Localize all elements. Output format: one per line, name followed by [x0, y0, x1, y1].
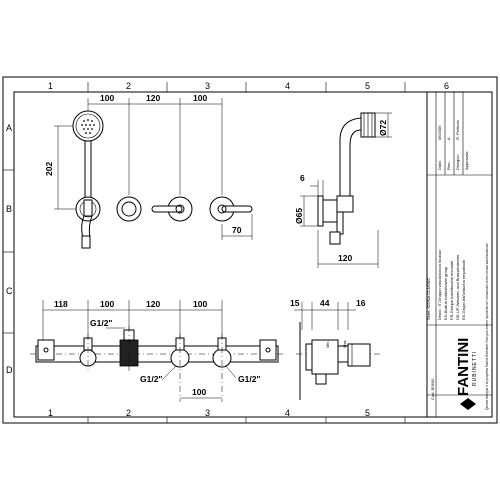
title-code: Cod. R0600: [430, 378, 435, 400]
title-disclaimer: Questo disegno è di proprietà Fantini Ru…: [485, 243, 489, 410]
front-dim-202: 202: [44, 162, 54, 176]
body-side-dim-44: 44: [320, 298, 330, 308]
front-dim-70: 70: [232, 225, 242, 235]
col-label-6: 6: [444, 81, 449, 91]
title-approved-label: Approvato:: [464, 151, 469, 170]
title-disegno-value: R. Pelliccia: [455, 119, 460, 140]
row-labels-left: A B C D: [6, 123, 13, 375]
side-view: Ø72 6 Ø65 120: [294, 112, 392, 268]
title-serie: Serie: ICONA CLASSIC: [426, 278, 431, 320]
brand-name: FANTINI: [455, 338, 472, 396]
row-label-b: B: [6, 204, 12, 214]
col-label-4-bottom: 4: [285, 408, 290, 418]
title-rev-value: A: [446, 137, 451, 140]
column-labels-top: 1 2 3 4 5 6: [48, 81, 449, 91]
col-label-2-bottom: 2: [126, 408, 131, 418]
row-label-d: D: [6, 365, 13, 375]
col-label-1: 1: [48, 81, 53, 91]
front-dim-100-right: 100: [193, 93, 207, 103]
body-thread-lower-left: G1/2": [140, 374, 162, 384]
body-side-view: 15 44 16 Min Max: [290, 298, 380, 400]
shower-head: [72, 110, 104, 142]
title-desc-0: Descr.: IT-Gruppo vasca/doccia incasso: [437, 249, 442, 320]
body-thread-lower-right: G1/2": [238, 374, 260, 384]
side-dim-diam-65: Ø65: [294, 208, 304, 224]
title-desc-1: EN-Built-in bath/shower group: [443, 266, 448, 320]
col-label-3-bottom: 3: [205, 408, 210, 418]
row-ticks: [3, 169, 14, 334]
row-label-c: C: [6, 286, 13, 296]
body-side-min-label: Min: [325, 342, 330, 348]
body-dim-118: 118: [54, 299, 68, 309]
col-label-4: 4: [285, 81, 290, 91]
front-dim-120: 120: [146, 93, 160, 103]
fantini-logo: FANTINI RUBINETTI: [455, 338, 478, 396]
column-ticks: [87, 82, 406, 423]
shower-handle: [84, 140, 92, 202]
col-label-3: 3: [205, 81, 210, 91]
body-side-dim-15: 15: [290, 298, 300, 308]
column-labels-bottom: 1 2 3 4 5: [48, 408, 370, 418]
body-side-dim-16: 16: [356, 298, 366, 308]
title-desc-4: ES-Grupo baño/ducha empotrado: [461, 259, 466, 320]
body-dim-100-b: 100: [193, 299, 207, 309]
body-thread-upper: G1/2": [90, 318, 112, 328]
title-disegno-label: Disegno:: [455, 154, 460, 170]
brand-sub: RUBINETTI: [472, 351, 478, 386]
body-side-max-label: Max: [342, 340, 347, 348]
diverter-knob: [116, 196, 142, 222]
title-desc-3: DE-UP-Wannen- und Brausemischer: [455, 254, 460, 320]
body-dim-120: 120: [146, 299, 160, 309]
body-dim-100-a: 100: [100, 299, 114, 309]
col-label-2: 2: [126, 81, 131, 91]
side-dim-120: 120: [338, 253, 352, 263]
row-label-a: A: [6, 123, 12, 133]
col-label-5: 5: [365, 81, 370, 91]
title-rev-label: Rev.:: [446, 161, 451, 170]
col-label-5-bottom: 5: [365, 408, 370, 418]
title-data-label: Data:: [437, 160, 442, 170]
col-label-1-bottom: 1: [48, 408, 53, 418]
title-block: Serie: ICONA CLASSIC Cod. R0600 Data: 06…: [426, 91, 493, 418]
shower-nozzles: [81, 119, 95, 134]
front-view: 100 120 100 202: [44, 93, 253, 249]
side-dim-6: 6: [300, 173, 305, 183]
body-dim-100-bottom: 100: [192, 387, 206, 397]
side-wall-plate: [317, 195, 324, 227]
title-desc-2: FR-Groupe bain/douche encastré: [449, 260, 454, 320]
body-side-block: [311, 339, 339, 375]
front-dim-100-left: 100: [100, 93, 114, 103]
outer-frame: [2, 76, 498, 424]
mixer-lever: [151, 205, 183, 213]
side-dim-diam-72: Ø72: [378, 120, 388, 136]
brand-mark-icon: [460, 398, 476, 410]
body-view: 118 100 120 100 G1/2" G1/2" G1/2": [30, 299, 284, 402]
title-data-value: 06/2009: [437, 125, 442, 140]
